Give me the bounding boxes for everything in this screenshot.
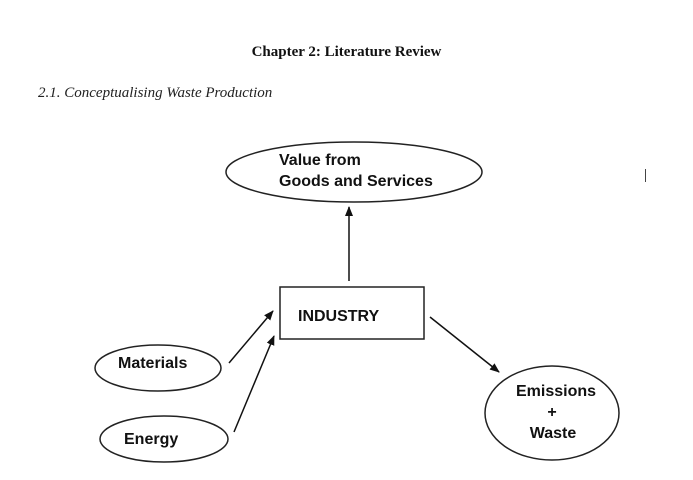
node-industry: INDUSTRY bbox=[279, 286, 425, 340]
node-energy: Energy bbox=[99, 415, 229, 463]
arrow-energy-to-industry bbox=[233, 335, 275, 433]
arrow-industry-to-emissions bbox=[429, 316, 500, 373]
emissions-label-line3: Waste bbox=[530, 425, 577, 442]
emissions-ellipse bbox=[484, 365, 620, 461]
value-ellipse bbox=[225, 141, 483, 203]
node-emissions-waste: Emissions + Waste bbox=[484, 365, 620, 461]
industry-box bbox=[279, 286, 425, 340]
emissions-label-line2: + bbox=[547, 404, 556, 421]
text-cursor bbox=[645, 169, 646, 182]
section-heading: 2.1. Conceptualising Waste Production bbox=[38, 85, 273, 101]
node-value-from-goods-and-services: Value from Goods and Services bbox=[225, 141, 483, 203]
industry-label: INDUSTRY bbox=[298, 308, 380, 325]
emissions-label-line1: Emissions bbox=[516, 383, 596, 400]
value-label-line2: Goods and Services bbox=[279, 173, 433, 190]
node-materials: Materials bbox=[94, 344, 222, 392]
materials-label: Materials bbox=[118, 355, 187, 372]
chapter-title: Chapter 2: Literature Review bbox=[251, 44, 442, 60]
materials-ellipse bbox=[94, 344, 222, 392]
value-label-line1: Value from bbox=[279, 152, 361, 169]
energy-label: Energy bbox=[124, 431, 178, 448]
energy-ellipse bbox=[99, 415, 229, 463]
arrow-materials-to-industry bbox=[228, 310, 274, 364]
